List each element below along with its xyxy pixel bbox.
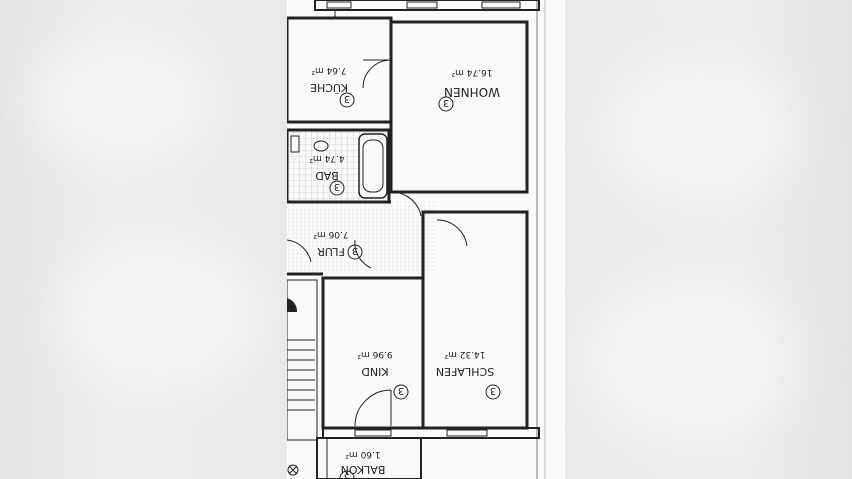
room-balkon	[316, 437, 422, 479]
room-number-circle	[438, 96, 454, 112]
room-name: KÜCHE	[310, 81, 348, 94]
room-number: 3	[490, 385, 496, 396]
label-balkon: BALKON 1.60 m² 3	[339, 449, 385, 479]
room-number-circle	[339, 92, 355, 108]
bottom-wall	[322, 427, 540, 439]
room-name: BAD	[315, 169, 339, 182]
room-number: 3	[344, 93, 350, 104]
room-number: 3	[344, 471, 350, 479]
room-area: 1.60 m²	[345, 449, 381, 459]
top-wall	[314, 0, 540, 11]
label-kueche: KÜCHE 7.64 m² 3	[310, 65, 355, 108]
room-number-circle	[339, 470, 355, 479]
label-bad: BAD 4.74 m² 3	[309, 153, 345, 196]
room-schlafen	[421, 210, 529, 430]
room-name: SCHLAFEN	[436, 365, 494, 378]
room-bad	[287, 128, 391, 204]
room-name: KIND	[361, 365, 388, 378]
room-area: 16.74 m²	[451, 67, 492, 77]
room-number: 3	[334, 181, 340, 192]
room-number-circle	[329, 180, 345, 196]
floor-plan-image: WOHNEN 16.74 m² 3 KÜCHE 7.64 m² 3 BAD 4.…	[287, 0, 565, 479]
room-name: WOHNEN	[444, 85, 500, 99]
room-kueche	[287, 10, 393, 124]
room-number-circle	[347, 244, 363, 260]
room-area: 7.64 m²	[311, 65, 347, 75]
room-number-circle	[393, 384, 409, 400]
room-area: 9.96 m²	[357, 349, 393, 359]
room-number-circle	[485, 384, 501, 400]
room-flur	[287, 191, 468, 276]
label-kind: KIND 9.96 m² 3	[357, 349, 409, 400]
room-number: 3	[352, 245, 358, 256]
room-number: 3	[443, 97, 449, 108]
label-wohnen: WOHNEN 16.74 m² 3	[438, 67, 500, 112]
blurred-backdrop-left	[0, 0, 287, 479]
floor-plan-drawing: WOHNEN 16.74 m² 3 KÜCHE 7.64 m² 3 BAD 4.…	[287, 0, 546, 479]
label-schlafen: SCHLAFEN 14.32 m² 3	[436, 349, 501, 400]
room-area: 7.06 m²	[313, 229, 349, 239]
blurred-backdrop-right	[565, 0, 852, 479]
room-name: FLUR	[317, 245, 345, 258]
room-area: 4.74 m²	[309, 153, 345, 163]
label-flur: FLUR 7.06 m² 3	[313, 229, 363, 260]
room-area: 14.32 m²	[444, 349, 485, 359]
stairwell	[287, 279, 318, 476]
room-number: 3	[398, 385, 404, 396]
